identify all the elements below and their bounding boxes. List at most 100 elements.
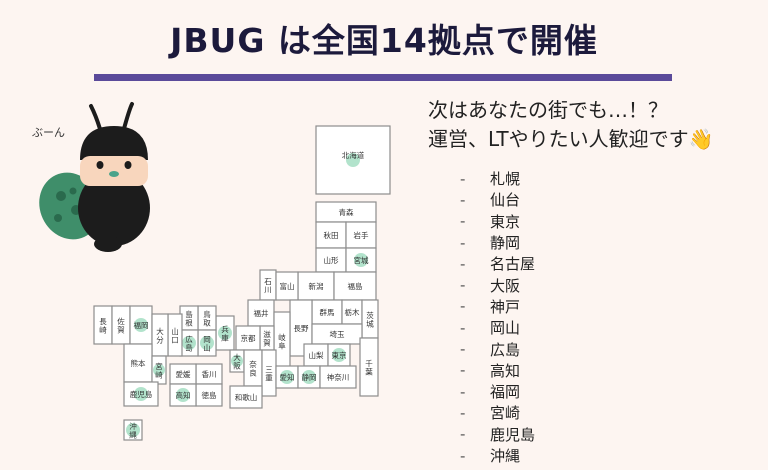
list-dash: - — [460, 254, 466, 273]
prefecture-label: 新潟 — [309, 281, 324, 291]
prefecture-okinawa: 沖縄 — [123, 419, 143, 441]
prefecture-label: 岐阜 — [278, 332, 286, 351]
city-list-item: - 神戸 — [460, 296, 535, 317]
headline-line-1: 次はあなたの街でも…！？ — [428, 98, 668, 122]
prefecture-shape — [235, 325, 261, 351]
list-dash: - — [460, 425, 466, 444]
prefecture-shape — [345, 221, 377, 249]
prefecture-tottori: 鳥取 — [197, 305, 217, 331]
prefecture-shape — [247, 299, 275, 327]
prefecture-label: 三重 — [265, 365, 273, 383]
prefecture-label: 徳島 — [202, 390, 217, 400]
city-list-item: - 岡山 — [460, 317, 535, 338]
city-list-item: - 静岡 — [460, 232, 535, 253]
city-list-item: -沖縄 — [460, 445, 535, 466]
list-dash: - — [460, 212, 466, 231]
venue-marker — [302, 370, 316, 384]
prefecture-label: 鹿児島 — [130, 389, 153, 399]
prefecture-label: 福島 — [348, 281, 363, 291]
city-list-item: -高知 — [460, 360, 535, 381]
city-list-item: -鹿児島 — [460, 424, 535, 445]
list-dash: - — [460, 190, 466, 209]
prefecture-label: 青森 — [339, 207, 354, 217]
prefecture-toyama: 富山 — [275, 271, 299, 301]
prefecture-kyoto: 京都 — [235, 325, 261, 351]
prefecture-okayama: 岡山 — [197, 329, 217, 357]
prefecture-fukushima: 福島 — [333, 271, 377, 301]
prefecture-kochi: 高知 — [169, 383, 197, 407]
prefecture-label: 石川 — [264, 277, 272, 295]
prefecture-shizuoka: 静岡 — [297, 365, 321, 389]
prefecture-kanagawa: 神奈川 — [319, 365, 357, 389]
prefecture-label: 北海道 — [342, 150, 365, 160]
venue-marker — [200, 336, 214, 350]
prefecture-kumamoto: 熊本 — [123, 343, 153, 383]
prefecture-label: 秋田 — [324, 230, 339, 240]
headline-line-2: 運営、LTやりたい人歓迎です👋 — [428, 127, 714, 151]
prefecture-label: 京都 — [241, 333, 256, 343]
prefecture-label: 愛媛 — [176, 369, 191, 379]
list-dash: - — [460, 340, 466, 359]
city-list-item: -名古屋 — [460, 253, 535, 274]
city-list-item: -東京 — [460, 211, 535, 232]
prefecture-label: 富山 — [280, 281, 295, 291]
city-list-item: -大阪 — [460, 274, 535, 295]
city-name: 高知 — [490, 361, 521, 380]
prefecture-shiga: 滋賀 — [259, 325, 275, 351]
page-title: JBUG は全国14拠点で開催 — [170, 21, 598, 60]
prefecture-yamaguchi: 山口 — [167, 313, 183, 357]
venue-marker — [182, 336, 196, 350]
prefecture-gunma: 群馬 — [311, 299, 343, 325]
prefecture-label: 福岡 — [134, 321, 149, 330]
prefecture-label: 広島 — [185, 334, 193, 353]
city-name: 福岡 — [490, 383, 521, 402]
list-dash: - — [460, 318, 466, 337]
prefecture-shape — [359, 337, 379, 397]
list-dash: - — [460, 233, 466, 252]
city-list-item: - 仙台 — [460, 189, 535, 210]
prefecture-label: 滋賀 — [263, 329, 271, 348]
prefecture-label: 沖縄 — [129, 421, 137, 440]
prefecture-label: 山梨 — [309, 350, 324, 360]
prefecture-akita: 秋田 — [315, 221, 347, 249]
prefecture-miyagi: 宮城 — [345, 247, 377, 273]
prefecture-shape — [275, 271, 299, 301]
prefecture-iwate: 岩手 — [345, 221, 377, 249]
prefecture-label: 奈良 — [249, 359, 257, 378]
prefecture-label: 宮城 — [354, 255, 369, 265]
city-name: 岡山 — [490, 319, 521, 338]
prefecture-label: 群馬 — [320, 307, 335, 317]
city-name: 大阪 — [490, 276, 521, 295]
prefecture-oita: 大分 — [151, 313, 169, 357]
prefecture-tokyo: 東京 — [327, 343, 351, 367]
prefecture-kagawa: 香川 — [195, 363, 223, 385]
prefecture-shape — [229, 385, 263, 409]
title-underline — [94, 74, 672, 81]
prefecture-label: 福井 — [254, 308, 269, 318]
prefecture-label: 東京 — [332, 350, 347, 360]
prefecture-label: 神奈川 — [327, 372, 350, 382]
prefecture-fukuoka: 福岡 — [129, 305, 153, 345]
list-dash: - — [460, 297, 466, 316]
city-name: 仙台 — [490, 191, 521, 210]
prefecture-label: 宮崎 — [155, 361, 163, 380]
city-name: 静岡 — [490, 234, 521, 253]
city-name: 神戸 — [490, 297, 521, 316]
prefecture-mie: 三重 — [261, 349, 277, 397]
prefecture-yamagata: 山形 — [315, 247, 347, 273]
prefecture-ehime: 愛媛 — [169, 363, 197, 385]
prefecture-ishikawa: 石川 — [259, 269, 277, 301]
prefecture-fukui: 福井 — [247, 299, 275, 327]
prefecture-label: 大阪 — [233, 352, 241, 371]
venue-marker — [354, 253, 368, 267]
prefecture-hyogo: 兵庫 — [215, 315, 235, 351]
venue-marker — [176, 388, 190, 402]
prefecture-label: 愛知 — [280, 372, 295, 382]
venue-marker — [332, 348, 346, 362]
city-list: -札幌-仙台-東京-静岡-名古屋-大阪-神戸-岡山-広島-高知-福岡-宮崎-鹿児… — [460, 168, 535, 466]
speech-text: ぶーん — [32, 126, 65, 139]
prefecture-label: 山口 — [171, 326, 179, 345]
prefecture-chiba: 千葉 — [359, 337, 379, 397]
prefecture-label: 兵庫 — [221, 324, 229, 343]
venue-marker — [153, 364, 165, 376]
